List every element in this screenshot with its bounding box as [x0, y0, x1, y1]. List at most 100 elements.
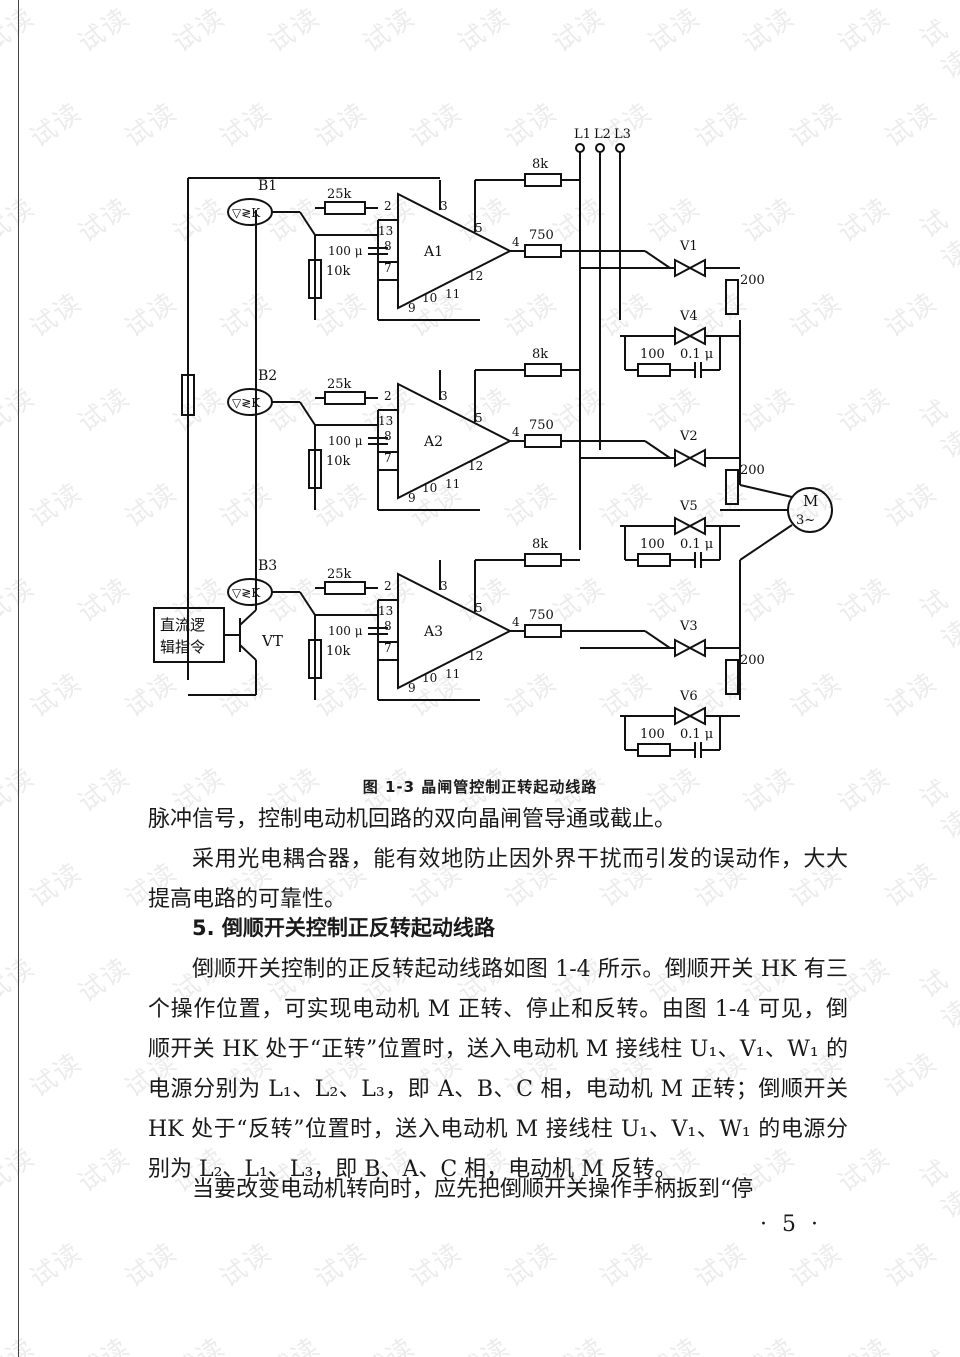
watermark-text: 试读 — [354, 1327, 421, 1357]
amplifier-triangle — [397, 192, 513, 310]
motor-sub-label: 3~ — [796, 513, 815, 528]
watermark-text: 试读 — [639, 1327, 706, 1357]
paragraph-4: 当要改变电动机转向时，应先把倒顺开关操作手柄扳到“停 — [192, 1177, 754, 1202]
watermark-text: 试读 — [914, 394, 960, 466]
paragraph-2: 采用光电耦合器，能有效地防止因外界干扰而引发的误动作，大大提高电路的可靠性。 — [148, 847, 848, 912]
capacitor-label-01u: 0.1 μ — [680, 727, 713, 742]
resistor-label-25k: 25k — [327, 187, 352, 202]
thyristor-symbol — [687, 326, 706, 346]
pin-number: 13 — [378, 604, 393, 618]
thyristor-symbol — [674, 258, 693, 278]
wire — [644, 630, 671, 649]
label-L1: L1 — [574, 127, 591, 142]
thyristor-label: V6 — [679, 689, 698, 704]
watermark-text: 试读 — [167, 2, 231, 59]
coupler-led-glyph: ▽≷K — [232, 396, 261, 410]
watermark-text: 试读 — [0, 192, 41, 249]
watermark-text: 试读 — [72, 572, 136, 629]
resistor-label-750: 750 — [529, 418, 554, 433]
watermark-text: 试读 — [594, 1237, 658, 1294]
page-number: · 5 · — [760, 1212, 822, 1237]
watermark-text: 试读 — [879, 857, 943, 914]
pin-number: 3 — [440, 579, 448, 593]
resistor-10k — [308, 639, 322, 679]
watermark-text: 试读 — [0, 572, 41, 629]
figure-caption: 图 1-3 晶闸管控制正转起动线路 — [362, 778, 598, 796]
pin-number: 2 — [384, 199, 392, 213]
pin-number: 10 — [422, 291, 437, 305]
watermark-text: 试读 — [452, 2, 516, 59]
watermark-text: 试读 — [689, 1237, 753, 1294]
amplifier-label: A1 — [423, 244, 443, 260]
resistor-label-25k: 25k — [327, 377, 352, 392]
resistor-100 — [637, 553, 671, 567]
pin-number: 9 — [408, 681, 416, 695]
resistor-8k — [524, 363, 562, 377]
watermark-text: 试读 — [879, 1047, 943, 1104]
paragraph-1: 脉冲信号，控制电动机回路的双向晶闸管导通或截止。 — [148, 807, 677, 832]
watermark-text: 试读 — [0, 952, 41, 1009]
logic-box-line2: 辑指令 — [160, 638, 205, 656]
resistor-label-750: 750 — [529, 228, 554, 243]
wire — [299, 211, 316, 236]
watermark-text: 试读 — [119, 1237, 183, 1294]
thyristor-symbol — [674, 516, 693, 536]
label-L2: L2 — [594, 127, 611, 142]
pin-number: 12 — [468, 459, 483, 473]
resistor-label-10k: 10k — [326, 264, 351, 279]
pin-number: 2 — [384, 579, 392, 593]
wire — [299, 401, 316, 426]
pin-number: 11 — [445, 667, 460, 681]
resistor-10k — [308, 259, 322, 299]
resistor-8k — [524, 553, 562, 567]
watermark-text: 试读 — [24, 1237, 88, 1294]
pin-number: 8 — [384, 239, 392, 253]
watermark-text: 试读 — [0, 382, 41, 439]
watermark-text: 试读 — [259, 1327, 326, 1357]
watermark-text: 试读 — [914, 584, 960, 656]
watermark-text: 试读 — [72, 1142, 136, 1199]
wire — [644, 440, 671, 459]
watermark-text: 试读 — [24, 1047, 88, 1104]
pin-number: 4 — [512, 425, 520, 439]
watermark-text: 试读 — [642, 2, 706, 59]
resistor-750 — [524, 244, 562, 258]
resistor-200 — [725, 469, 739, 505]
amplifier-triangle — [397, 572, 513, 690]
watermark-text: 试读 — [72, 952, 136, 1009]
pin-number: 11 — [445, 477, 460, 491]
watermark-text: 试读 — [24, 477, 88, 534]
capacitor-label-01u: 0.1 μ — [680, 347, 713, 362]
watermark-text: 试读 — [262, 2, 326, 59]
pin-number: 3 — [440, 199, 448, 213]
pin-number: 10 — [422, 671, 437, 685]
watermark-text: 试读 — [547, 2, 611, 59]
binding-edge-line — [18, 0, 19, 1357]
watermark-text: 试读 — [0, 1142, 41, 1199]
pin-number: 13 — [378, 224, 393, 238]
pin-number: 2 — [384, 389, 392, 403]
watermark-text: 试读 — [449, 1327, 516, 1357]
coupler-led-glyph: ▽≷K — [232, 586, 261, 600]
capacitor-label-100u: 100 μ — [328, 434, 363, 448]
watermark-text: 试读 — [879, 287, 943, 344]
thyristor-symbol — [687, 638, 706, 658]
pin-number: 13 — [378, 414, 393, 428]
paragraph-3: 倒顺开关控制的正反转起动线路如图 1-4 所示。倒顺开关 HK 有三个操作位置，… — [148, 957, 848, 1182]
thyristor-label: V3 — [679, 619, 698, 634]
amplifier-triangle — [397, 382, 513, 500]
resistor-label-8k: 8k — [532, 157, 548, 172]
resistor-label-100: 100 — [640, 537, 665, 552]
resistor-10k — [308, 449, 322, 489]
resistor-25k — [324, 581, 366, 595]
watermark-text: 试读 — [404, 1237, 468, 1294]
pin-number: 4 — [512, 235, 520, 249]
pin-number: 9 — [408, 301, 416, 315]
watermark-text: 试读 — [357, 2, 421, 59]
thyristor-label: V4 — [679, 309, 698, 324]
thyristor-symbol — [674, 326, 693, 346]
resistor-label-750: 750 — [529, 608, 554, 623]
resistor-label-10k: 10k — [326, 644, 351, 659]
watermark-text: 试读 — [544, 1327, 611, 1357]
thyristor-label: V1 — [679, 239, 698, 254]
